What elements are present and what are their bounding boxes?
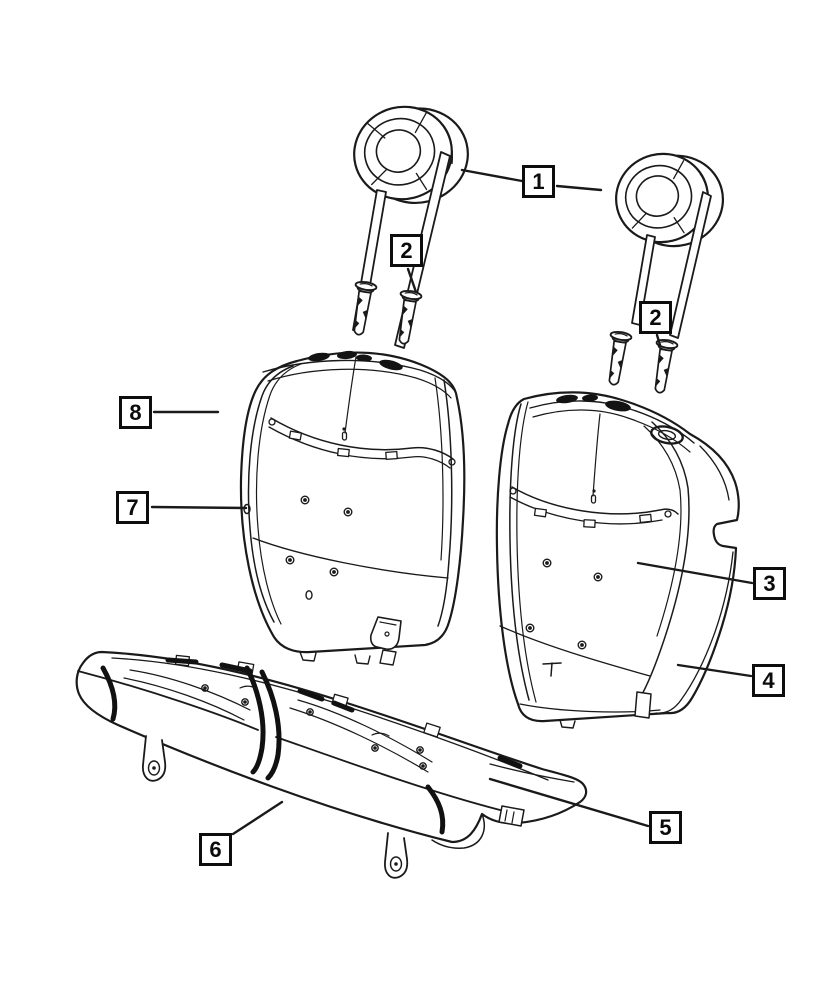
callout-7: 7 [116,491,149,524]
cushion-leg [384,832,409,879]
headrest-sleeves-right [601,329,680,396]
leader-line-4 [676,663,753,678]
callout-4: 4 [752,664,785,697]
callout-8: 8 [119,396,152,429]
headrest-sleeves-left [346,279,424,347]
leader-lines [150,168,754,836]
callout-2-right: 2 [639,301,672,334]
leader-line-5 [488,777,650,828]
leader-line-1b [555,184,603,192]
leader-line-3 [636,561,754,585]
headrest-post [669,191,712,339]
seat-back-left-drawing [239,350,466,666]
seat-cushion-drawing [75,650,588,879]
leader-line-1a [460,168,524,183]
callout-6: 6 [199,833,232,866]
leader-line-2-left [406,267,418,294]
leader-line-6 [231,800,284,836]
callout-1: 1 [522,165,555,198]
callout-3: 3 [753,567,786,600]
headrest-right-drawing [615,152,725,339]
leader-line-7 [150,505,248,510]
leader-line-2-right [655,333,662,347]
callout-2-left: 2 [390,234,423,267]
seat-back-right-drawing [495,391,740,729]
cushion-leg [142,735,167,782]
callout-5: 5 [649,811,682,844]
